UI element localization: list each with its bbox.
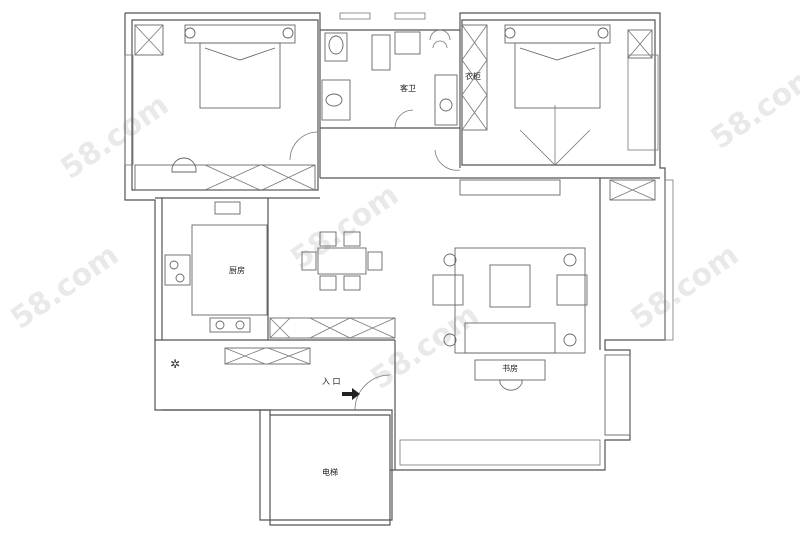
room-label-kitchen: 厨房 bbox=[229, 265, 245, 275]
watermark: 58.com bbox=[705, 57, 800, 156]
room-label-elevator: 电梯 bbox=[322, 467, 338, 477]
exterior-walls bbox=[124, 12, 666, 526]
plant-icon: ✲ bbox=[170, 357, 180, 371]
watermark: 58.com bbox=[365, 297, 486, 396]
kitchen bbox=[164, 201, 268, 333]
cabinets bbox=[224, 317, 396, 365]
watermark: 58.com bbox=[625, 237, 746, 336]
right-bedroom bbox=[434, 24, 656, 201]
room-label-wardrobe: 衣柜 bbox=[465, 71, 481, 81]
interior-walls bbox=[155, 30, 660, 470]
dining bbox=[301, 231, 383, 291]
watermark: 58.com bbox=[285, 177, 406, 276]
left-bedroom bbox=[134, 24, 319, 191]
label-entrance: 入 口 bbox=[322, 377, 341, 386]
watermarks: 58.com 58.com 58.com 58.com 58.com 58.co… bbox=[5, 57, 800, 396]
entrance-door: ✲ bbox=[170, 357, 391, 411]
bathroom bbox=[321, 29, 458, 129]
windows bbox=[124, 12, 674, 466]
entrance-arrow-icon bbox=[342, 388, 360, 400]
watermark: 58.com bbox=[55, 87, 176, 186]
living bbox=[432, 247, 631, 436]
watermark: 58.com bbox=[5, 237, 126, 336]
room-label-bathroom: 客卫 bbox=[400, 83, 416, 93]
room-label-study: 书房 bbox=[502, 363, 518, 373]
